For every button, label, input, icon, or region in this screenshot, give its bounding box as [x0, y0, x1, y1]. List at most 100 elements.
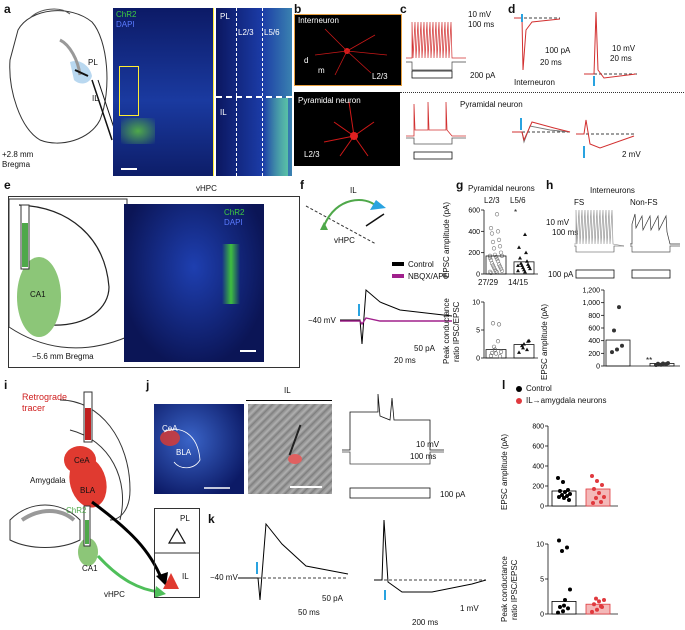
j-v-scale: 10 mV — [416, 440, 439, 449]
scale-bar-j — [290, 486, 322, 488]
l-bottom-tick-label: 5 — [540, 577, 544, 584]
d-t-scale-1: 20 ms — [540, 58, 562, 67]
l-legend-il: IL→amygdala neurons — [526, 396, 607, 405]
dapi-label-e: DAPI — [224, 218, 243, 227]
legend-nbqx-swatch — [392, 274, 404, 278]
d-pyramidal-label: Pyramidal neuron — [460, 100, 523, 109]
j-il-bar — [246, 400, 332, 401]
h-point — [620, 344, 624, 348]
l-bottom-point — [561, 609, 565, 613]
j-cea-label: CeA — [162, 424, 178, 433]
l-top-point — [591, 501, 595, 505]
h-tick-label: 0 — [596, 364, 600, 371]
g-ylabel-b1: Peak conductance — [442, 298, 451, 364]
pipette — [289, 425, 302, 456]
c-t-scale: 100 ms — [468, 20, 494, 29]
h-point — [617, 305, 621, 309]
l-bottom-point — [602, 598, 606, 602]
i-il-label: IL — [182, 572, 189, 581]
zoom-box — [119, 66, 139, 116]
j-bla-label: BLA — [176, 448, 191, 457]
l-bottom-point — [565, 546, 569, 550]
label-il: IL — [92, 94, 99, 103]
l-bottom-tick-label: 0 — [540, 612, 544, 619]
chr2-zoom-signal — [264, 98, 288, 176]
panel-j-label: j — [146, 378, 149, 392]
h-significance: ** — [646, 356, 652, 365]
scale-bar-e — [240, 350, 256, 352]
panel-h-label: h — [546, 178, 553, 192]
g-point-l23 — [490, 232, 494, 236]
vhpc-label-f: vHPC — [334, 236, 355, 245]
h-tick-label: 600 — [588, 326, 600, 333]
h-step-currents — [574, 268, 684, 280]
g-count1: 27/29 — [478, 278, 498, 287]
h-nonfs-trace — [630, 208, 682, 264]
orientation-m-label: m — [318, 66, 325, 75]
l-top-tick-label: 400 — [532, 464, 544, 471]
pyramidal-epsc-trace — [510, 114, 572, 160]
i-pl-label: PL — [180, 514, 190, 523]
h-point — [615, 348, 619, 352]
chr2-label-a: ChR2 — [116, 10, 136, 19]
h-point — [656, 362, 660, 366]
d-v-scale-2: 2 mV — [622, 150, 641, 159]
micrograph-a-zoom — [216, 8, 292, 176]
l-bottom-point — [562, 604, 566, 608]
f-epsc-traces — [340, 284, 452, 346]
micrograph-j-patch — [248, 404, 332, 494]
h-point — [666, 361, 670, 365]
d-v-scale: 10 mV — [612, 44, 635, 53]
d-i-scale: 100 pA — [545, 46, 570, 55]
g-point-l23 — [491, 240, 495, 244]
l-bottom-point — [563, 598, 567, 602]
il-label-f: IL — [350, 186, 357, 195]
legend-control-label: Control — [408, 260, 434, 269]
l-bottom-point — [556, 611, 560, 615]
chr2-signal — [121, 118, 155, 144]
k-hold-label: −40 mV — [210, 573, 238, 582]
f-i-scale: 50 pA — [414, 344, 435, 353]
h-title: Interneurons — [590, 186, 635, 195]
g-point-l23 — [492, 266, 496, 270]
panel-e-label: e — [4, 178, 11, 192]
i-vhpc-label: vHPC — [104, 590, 125, 599]
l-bottom-point — [595, 608, 599, 612]
amygdala-outline — [154, 404, 244, 494]
l-top-point — [602, 495, 606, 499]
g-point-l23 — [500, 269, 504, 273]
g-point-l23 — [498, 265, 502, 269]
i-ca1-label: CA1 — [82, 564, 98, 573]
g-bottom-point — [525, 348, 529, 352]
l-top-point — [600, 483, 604, 487]
panel-k-label: k — [208, 512, 215, 526]
j-il-label: IL — [284, 386, 291, 395]
l-top-point — [563, 490, 567, 494]
micrograph-j-amygdala — [154, 404, 244, 494]
g-top-tick-label: 200 — [468, 250, 480, 257]
l-bottom-point — [560, 549, 564, 553]
g-point-l56 — [523, 233, 527, 237]
l-bottom-point — [558, 605, 562, 609]
bregma-label-line1: +2.8 mm — [2, 150, 33, 159]
g-point-l23 — [489, 226, 493, 230]
h-tick-label: 200 — [588, 351, 600, 358]
zoom-pl-label: PL — [220, 12, 230, 21]
zoom-l56-label: L5/6 — [264, 28, 280, 37]
g-ylabel-b2: ratio IPSC/EPSC — [452, 302, 461, 362]
g-title: Pyramidal neurons — [468, 184, 535, 193]
interneuron-epsc-trace — [510, 10, 570, 80]
l-bottom-point — [568, 588, 572, 592]
l-bottom-tick-label: 10 — [536, 542, 544, 549]
h-point — [610, 350, 614, 354]
d-interneuron-label: Interneuron — [514, 78, 555, 87]
l-top-point — [592, 487, 596, 491]
k-t-scale-1: 50 ms — [298, 608, 320, 617]
micrograph-a-overview — [113, 8, 213, 176]
l-top-point — [594, 496, 598, 500]
h-tick-label: 1,000 — [582, 300, 600, 307]
g-point-l23 — [498, 244, 502, 248]
l-ylabel-top: EPSC amplitude (pA) — [500, 434, 509, 510]
